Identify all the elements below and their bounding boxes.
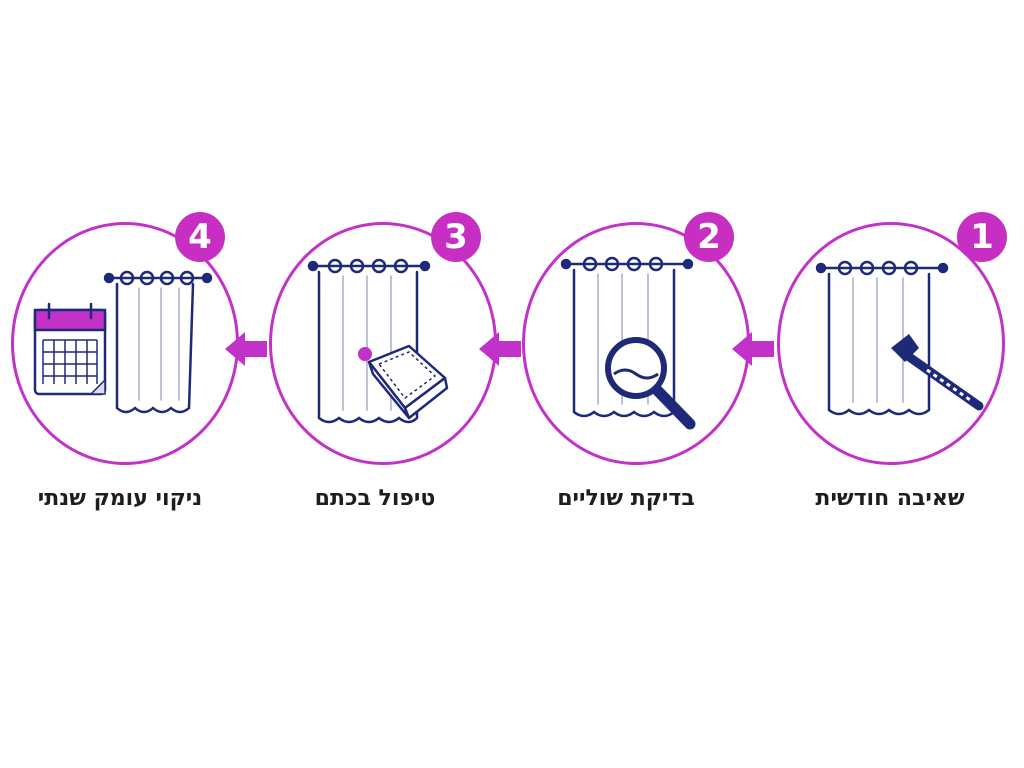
step-1-illustration <box>815 260 984 416</box>
magnifying-glass-icon <box>605 337 696 430</box>
step-1-label: שאיבה חודשית <box>815 486 965 511</box>
flow-arrow-left-icon <box>732 332 774 366</box>
curtain-icon <box>815 260 949 416</box>
sponge-icon <box>367 344 449 420</box>
flow-arrow-left-icon <box>479 332 521 366</box>
vacuum-cleaner-icon <box>891 334 984 411</box>
step-circle <box>269 222 497 465</box>
calendar-icon <box>33 302 107 396</box>
step-number-badge: 3 <box>431 212 481 262</box>
step-3: 3 <box>269 212 497 465</box>
step-1: 1 <box>777 212 1007 465</box>
step-4: 4 <box>11 212 239 465</box>
step-number-badge: 1 <box>957 212 1007 262</box>
flow-arrow-left-icon <box>225 332 267 366</box>
step-2-illustration <box>560 256 696 430</box>
step-number-badge: 2 <box>684 212 734 262</box>
step-number-badge: 4 <box>175 212 225 262</box>
step-3-illustration <box>307 258 449 424</box>
curtain-icon <box>307 258 431 424</box>
curtain-icon <box>103 270 213 414</box>
step-4-label: ניקוי עומק שנתי <box>37 486 203 511</box>
step-4-illustration <box>33 270 213 414</box>
curtain-icon <box>560 256 694 418</box>
step-3-label: טיפול בכתם <box>314 486 436 511</box>
step-2: 2 <box>522 212 750 465</box>
stain-spot-icon <box>358 347 372 361</box>
step-2-label: בדיקת שוליים <box>557 486 695 511</box>
